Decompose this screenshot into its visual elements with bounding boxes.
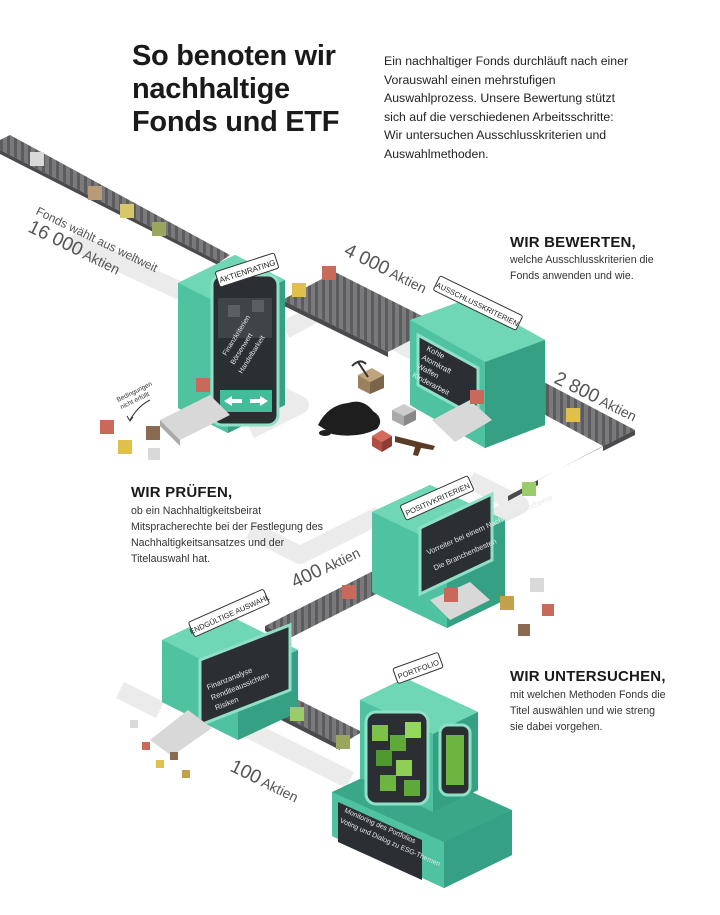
reject-ramp bbox=[150, 710, 212, 756]
nuclear-icon bbox=[392, 404, 416, 426]
arrow-right-icon bbox=[250, 396, 268, 406]
page-title: So benoten wir nachhaltige Fonds und ETF bbox=[132, 40, 340, 138]
reject-ramp bbox=[430, 582, 490, 620]
machine-portfolio: PORTFOLIO Monitoring des Portfolios Voti… bbox=[332, 652, 512, 888]
conveyor-belts bbox=[0, 135, 635, 750]
arrow-left-icon bbox=[224, 396, 242, 406]
stock-cubes bbox=[30, 152, 580, 778]
machine-positiv: POSITIVKRITERIEN Vorreiter bei einem Nac… bbox=[372, 475, 554, 628]
reject-ramp bbox=[432, 400, 492, 442]
pickaxe-icon bbox=[351, 360, 369, 378]
machine-aktienrating: AKTIENRATING Finanzkriterien Börsenwert … bbox=[160, 252, 285, 446]
intro-text: Ein nachhaltiger Fonds durchläuft nach e… bbox=[384, 54, 629, 161]
heading-pruefen: WIR PRÜFEN, bbox=[131, 484, 233, 501]
text-pruefen: ob ein Nachhaltigkeitsbeirat Mitspracher… bbox=[131, 505, 323, 565]
conditions-annotation: Bedingungen nicht erfüllt bbox=[116, 380, 159, 422]
positiv-screen bbox=[418, 491, 494, 597]
heading-untersuchen: WIR UNTERSUCHEN, bbox=[510, 668, 666, 685]
endgueltig-screen bbox=[198, 622, 292, 728]
svg-text:Bedingungen nicht erfüll: Bedingungen nicht erfüllt bbox=[116, 380, 159, 411]
portfolio-sign: PORTFOLIO bbox=[392, 652, 444, 684]
machine-endgueltig: ENDGÜLTIGE AUSWAHL Finanzanalyse Rendite… bbox=[150, 589, 298, 756]
text-bewerten: welche Ausschlusskriterien die Fonds anw… bbox=[510, 254, 654, 282]
text-untersuchen: mit welchen Methoden Fonds die Titel aus… bbox=[510, 689, 666, 733]
heading-bewerten: WIR BEWERTEN, bbox=[510, 234, 636, 251]
curved-arrow-icon bbox=[129, 399, 151, 421]
excluded-items bbox=[318, 360, 435, 456]
rifle-icon bbox=[395, 436, 435, 456]
oil-spill-icon bbox=[318, 401, 381, 436]
belt-top-left bbox=[0, 135, 230, 262]
belt-rating-to-ausschluss bbox=[282, 272, 440, 352]
machine-ausschluss: AUSSCHLUSSKRITERIEN Kohle Atomkraft Waff… bbox=[410, 275, 545, 448]
portfolio-screen bbox=[338, 802, 422, 880]
reject-ramp bbox=[160, 395, 230, 440]
belt-positiv-to-endgueltig bbox=[265, 570, 400, 638]
green-cubes bbox=[372, 722, 421, 796]
box-icon bbox=[372, 430, 392, 452]
coal-icon bbox=[358, 368, 384, 394]
